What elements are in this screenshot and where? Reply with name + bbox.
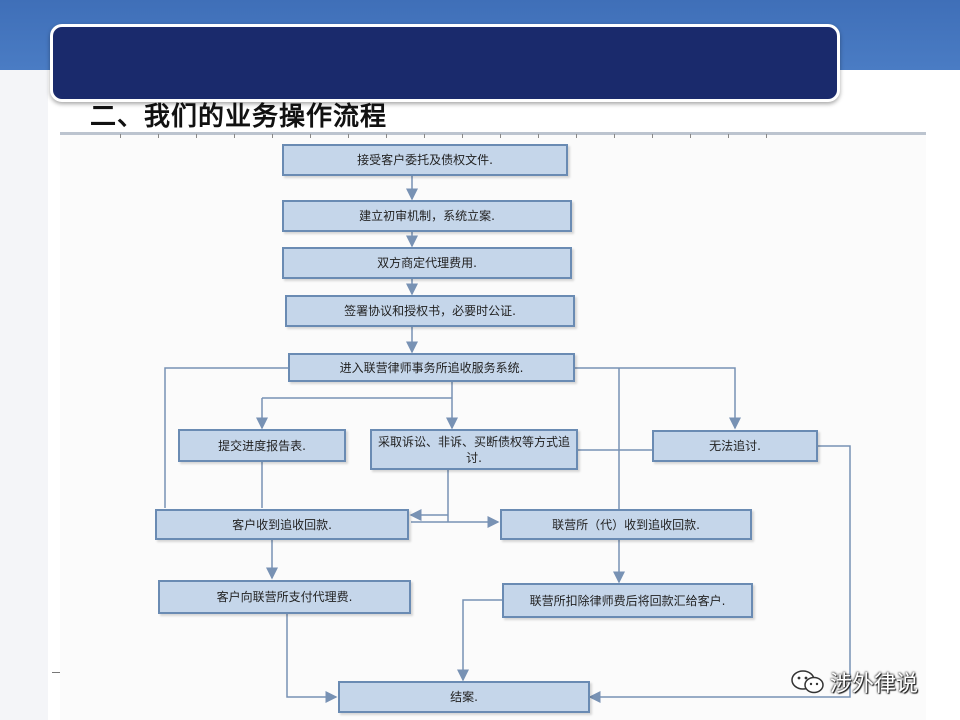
connector-n5-left — [164, 367, 290, 508]
connector-n8-n13 — [588, 445, 851, 703]
flow-node-sign-agreement: 签署协议和授权书，必要时公证. — [285, 295, 575, 327]
ruler-ticks — [120, 134, 800, 138]
flow-node-case-closed: 结案. — [338, 681, 590, 713]
flow-node-progress-report: 提交进度报告表. — [178, 429, 346, 462]
flow-node-enter-system: 进入联营律师事务所追收服务系统. — [288, 353, 575, 382]
left-margin-bar — [0, 70, 48, 720]
flow-node-litigation: 采取诉讼、非诉、买断债权等方式追讨. — [370, 429, 578, 470]
flow-node-client-receives: 客户收到追收回款. — [155, 509, 409, 540]
slide-heading: 二、我们的业务操作流程 — [90, 102, 388, 132]
wechat-icon — [791, 670, 824, 694]
flow-node-client-pays-fee: 客户向联营所支付代理费. — [158, 580, 411, 614]
heading-rule — [60, 132, 926, 135]
watermark: 涉外律说 — [790, 666, 918, 698]
flowchart-page — [60, 135, 926, 720]
margin-dash — [52, 672, 60, 673]
flow-node-unable-to-recover: 无法追讨. — [652, 430, 818, 462]
flow-node-preliminary-review: 建立初审机制，系统立案. — [282, 200, 572, 232]
watermark-text: 涉外律说 — [830, 672, 919, 697]
connector-n12-n13 — [457, 599, 502, 682]
flow-node-agency-fee: 双方商定代理费用. — [282, 247, 572, 279]
title-box — [50, 24, 840, 102]
connector-n5-n8 — [575, 367, 741, 430]
flow-node-accept-entrustment: 接受客户委托及债权文件. — [282, 144, 568, 176]
flow-node-firm-receives: 联营所（代）收到追收回款. — [500, 509, 752, 540]
flow-node-firm-remits: 联营所扣除律师费后将回款汇给客户. — [502, 583, 753, 618]
connector-n11-n13 — [286, 614, 338, 703]
